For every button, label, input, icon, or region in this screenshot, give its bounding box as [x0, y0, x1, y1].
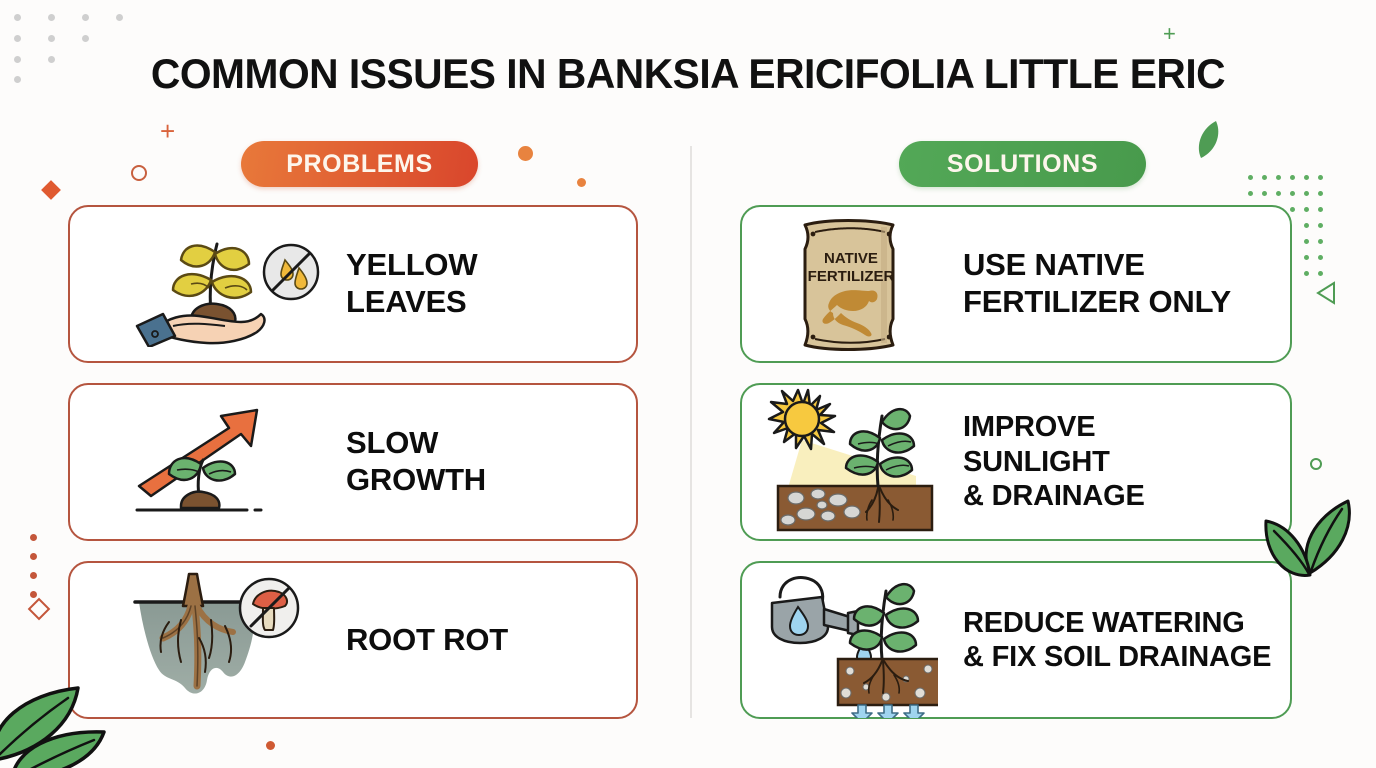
solution-card-label: REDUCE WATERING & FIX SOIL DRAINAGE: [963, 606, 1272, 674]
problem-card-slow-growth[interactable]: SLOW GROWTH: [68, 383, 638, 541]
hand-holding-yellow-seedling-no-water-icon: [128, 222, 328, 347]
page-title: COMMON ISSUES IN BANKSIA ERICIFOLIA LITT…: [150, 50, 1226, 97]
native-fertilizer-bag-kangaroo-icon: NATIVE FERTILIZER: [764, 215, 939, 353]
problem-card-root-rot[interactable]: ROOT ROT: [68, 561, 638, 719]
green-ring-icon: [1310, 458, 1322, 470]
orange-dot-icon: [30, 572, 37, 579]
bag-text-line2: FERTILIZER: [807, 268, 894, 285]
problem-card-label: SLOW GROWTH: [346, 425, 486, 497]
bag-text-line1: NATIVE: [824, 250, 878, 267]
solution-card-improve-sunlight-drainage[interactable]: IMPROVE SUNLIGHT & DRAINAGE: [740, 383, 1292, 541]
column-divider: [690, 146, 692, 718]
badge-solutions: SOLUTIONS: [899, 141, 1146, 187]
solution-card-label: IMPROVE SUNLIGHT & DRAINAGE: [963, 411, 1145, 513]
sun-plant-gravel-soil-icon: [764, 388, 939, 536]
orange-plus-icon: +: [160, 116, 176, 146]
orange-outline-diamond-icon: [27, 597, 51, 621]
orange-dot-icon: [30, 591, 37, 598]
orange-dot-icon: [30, 553, 37, 560]
orange-dot-icon: [266, 741, 275, 750]
green-leaf-icon: [1198, 121, 1219, 158]
solution-card-label: USE NATIVE FERTILIZER ONLY: [963, 247, 1231, 319]
seedling-with-upward-arrow-icon: [128, 402, 328, 522]
problem-card-label: ROOT ROT: [346, 621, 508, 657]
orange-dot-icon: [30, 534, 37, 541]
green-triangle-outline-icon: [1316, 281, 1335, 305]
green-plus-icon: +: [1163, 21, 1176, 46]
orange-dot-icon: [518, 146, 533, 161]
solution-card-native-fertilizer[interactable]: NATIVE FERTILIZER USE NATIVE FERTILIZER …: [740, 205, 1292, 363]
solution-card-reduce-watering[interactable]: REDUCE WATERING & FIX SOIL DRAINAGE: [740, 561, 1292, 719]
orange-dot-icon: [577, 178, 586, 187]
problem-card-yellow-leaves[interactable]: YELLOW LEAVES: [68, 205, 638, 363]
waterlogged-roots-no-fungus-icon: [128, 568, 328, 713]
badge-problems: PROBLEMS: [241, 141, 478, 187]
watering-can-plant-drainage-arrows-icon: [764, 563, 939, 718]
problem-card-label: YELLOW LEAVES: [346, 247, 478, 319]
orange-filled-diamond-icon: [41, 180, 61, 200]
orange-ring-icon: [131, 165, 147, 181]
